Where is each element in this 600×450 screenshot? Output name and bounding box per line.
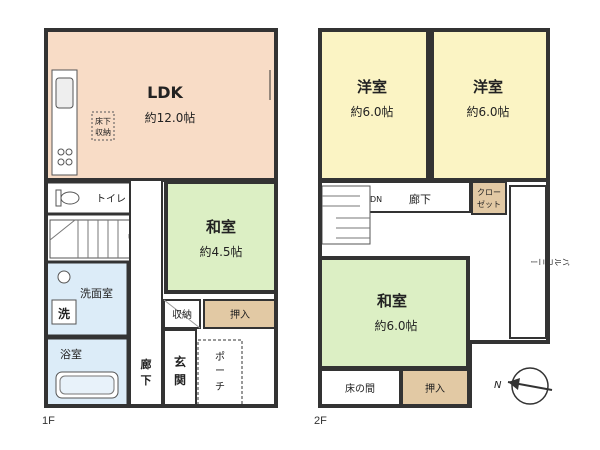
washitsu-1f-size: 約4.5帖 xyxy=(199,244,242,259)
stove-burner-icon xyxy=(65,158,73,166)
underfloor-storage-label-2: 収納 xyxy=(95,127,111,137)
toilet-tank-icon xyxy=(55,189,62,207)
corridor-1f xyxy=(129,179,163,407)
washer-label: 洗 xyxy=(58,306,70,321)
bathtub-inner xyxy=(59,375,115,395)
underfloor-storage-box xyxy=(91,111,115,141)
bath-label: 浴室 xyxy=(60,347,82,361)
stairs-1f xyxy=(49,219,131,259)
washbasin-icon xyxy=(57,270,71,284)
floor-2f: 洋室 約6.0帖 洋室 約6.0帖 廊下 DN クロー ゼット バルコニー 和室… xyxy=(314,28,570,427)
western-right-size: 約6.0帖 xyxy=(466,104,509,119)
toilet-label: トイレ xyxy=(96,194,126,205)
floor-label-1f: 1F xyxy=(42,415,55,427)
porch-label-2: ー xyxy=(215,366,225,377)
western-left-size: 約6.0帖 xyxy=(350,104,393,119)
storage-diagonal xyxy=(163,299,201,329)
washitsu-2f xyxy=(318,256,470,370)
porch-label-3: チ xyxy=(215,381,225,393)
washitsu-1f xyxy=(164,180,278,294)
stove-burner-icon xyxy=(57,148,65,156)
floor-1f: 床下 収納 LDK 約12.0帖 トイレ UP 洗面室 洗 浴室 廊 xyxy=(42,28,278,427)
oshiire-1f-label: 押入 xyxy=(230,308,250,321)
porch xyxy=(197,339,243,407)
stove-burner-icon xyxy=(57,158,65,166)
porch-label-1: ポ xyxy=(215,351,225,363)
washitsu-2f-name: 和室 xyxy=(377,292,407,310)
outer-wall-2f xyxy=(318,28,550,408)
stove-burner-icon xyxy=(65,148,73,156)
entrance-label-1: 玄 xyxy=(174,354,186,369)
kitchen-sink-icon xyxy=(55,77,74,109)
hallway-label: 廊下 xyxy=(409,192,431,206)
corridor-label-1: 廊 xyxy=(141,357,152,371)
washroom-label: 洗面室 xyxy=(80,286,113,300)
ldk-size: 約12.0帖 xyxy=(145,110,196,125)
storage-label: 収納 xyxy=(172,308,192,321)
compass: N xyxy=(494,367,553,405)
toilet-icon xyxy=(60,191,80,205)
closet-label-2: ゼット xyxy=(477,199,501,209)
underfloor-storage-label-1: 床下 xyxy=(95,116,111,126)
outer-wall-1f xyxy=(44,28,278,408)
western-room-left xyxy=(318,28,430,182)
corridor-label-2: 下 xyxy=(141,374,152,387)
western-left-name: 洋室 xyxy=(357,78,387,96)
floor-label-2f: 2F xyxy=(314,415,327,427)
closet-2f xyxy=(471,181,507,215)
tokonoma-label: 床の間 xyxy=(345,382,375,395)
washitsu-2f-size: 約6.0帖 xyxy=(374,318,417,333)
closet-label-1: クロー xyxy=(477,188,501,197)
oshiire-1f xyxy=(203,299,277,329)
entrance-label-2: 関 xyxy=(174,373,186,387)
compass-north-label: N xyxy=(494,380,502,391)
western-right-name: 洋室 xyxy=(473,78,503,96)
ldk-area xyxy=(44,28,278,182)
washitsu-1f-name: 和室 xyxy=(206,218,236,236)
ldk-name: LDK xyxy=(147,83,183,102)
oshiire-2f-label: 押入 xyxy=(425,382,445,395)
compass-arrow-icon xyxy=(508,378,520,390)
stairs-down-label: DN xyxy=(370,195,382,204)
stairs-2f xyxy=(321,185,371,245)
stair-diagonal xyxy=(49,219,76,241)
washer-box xyxy=(51,299,77,325)
